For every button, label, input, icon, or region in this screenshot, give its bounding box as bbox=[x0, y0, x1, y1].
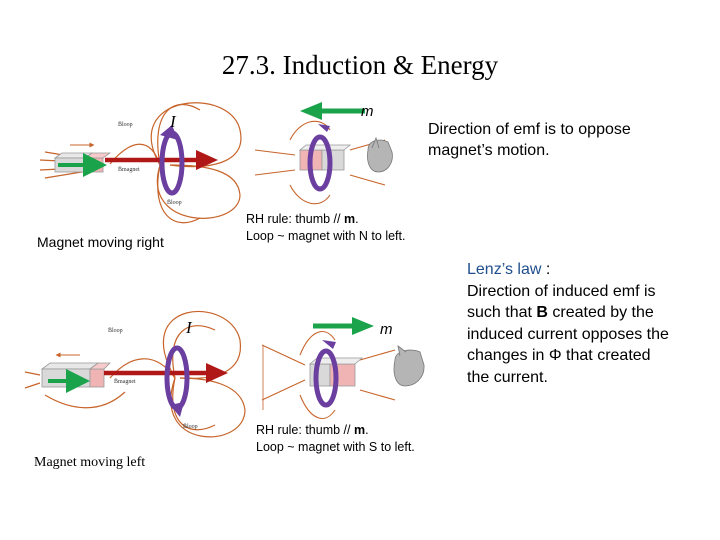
lenz-colon: : bbox=[541, 261, 551, 278]
lenz-line-2-post: created by the bbox=[547, 304, 654, 321]
lenz-line-5: the current. bbox=[467, 368, 548, 386]
rh-rule-m: m bbox=[343, 212, 356, 226]
rh-rule-top: RH rule: thumb // m. Loop ~ magnet with … bbox=[246, 211, 405, 245]
emf-direction-text: Direction of emf is to oppose magnet’s m… bbox=[428, 119, 631, 161]
rh-rule-bottom: RH rule: thumb // m. Loop ~ magnet with … bbox=[256, 422, 415, 456]
moment-label-top: m bbox=[361, 103, 374, 120]
svg-text:B̄loop: B̄loop bbox=[183, 423, 198, 430]
rh-rule-loop-text: Loop ~ magnet with S to left. bbox=[256, 440, 415, 454]
rh-rule-m: m bbox=[353, 423, 366, 437]
top-left-diagram: B̄loop B̄magnet B̄loop bbox=[39, 102, 242, 224]
svg-text:B̄loop: B̄loop bbox=[108, 327, 123, 334]
rh-rule-period: . bbox=[355, 212, 359, 226]
current-label-top: I bbox=[170, 112, 176, 131]
emf-line-2: magnet’s motion. bbox=[428, 142, 550, 159]
rh-rule-text: RH rule: thumb // bbox=[256, 423, 354, 437]
lenz-line-1: Direction of induced emf is bbox=[467, 282, 656, 300]
bar-magnet bbox=[53, 152, 112, 173]
lenz-line-4-post: that created bbox=[561, 347, 651, 364]
rh-rule-text: RH rule: thumb // bbox=[246, 212, 344, 226]
svg-text:B̄loop: B̄loop bbox=[118, 121, 133, 128]
lenz-b-symbol: B bbox=[536, 304, 548, 321]
slide-title: 27.3. Induction & Energy bbox=[221, 50, 499, 80]
lenz-line-2-pre: such that bbox=[467, 304, 537, 321]
lenz-line-3: induced current opposes the bbox=[467, 325, 669, 343]
current-loop bbox=[159, 125, 185, 196]
top-right-diagram bbox=[254, 102, 393, 205]
current-label-bottom: I bbox=[186, 318, 192, 337]
rh-rule-period: . bbox=[365, 423, 369, 437]
moment-label-bottom: m bbox=[380, 321, 393, 338]
bottom-left-diagram: B̄loop B̄magnet B̄loop bbox=[24, 310, 246, 438]
fist-icon bbox=[393, 345, 425, 387]
lenz-phi-symbol: Φ bbox=[548, 347, 562, 364]
lenz-heading: Lenz’s law bbox=[467, 261, 542, 278]
bottom-right-diagram bbox=[261, 317, 425, 419]
lenz-line-4-pre: changes in bbox=[467, 347, 549, 364]
lenz-law-text: Lenz’s law : Direction of induced emf is… bbox=[467, 259, 717, 388]
svg-text:B̄magnet: B̄magnet bbox=[118, 166, 140, 173]
rh-rule-loop-text: Loop ~ magnet with N to left. bbox=[246, 229, 406, 243]
emf-line-1: Direction of emf is to oppose bbox=[428, 121, 631, 138]
caption-top: Magnet moving right bbox=[37, 234, 164, 250]
svg-text:B̄magnet: B̄magnet bbox=[114, 378, 136, 385]
right-hand-icon bbox=[367, 136, 393, 173]
svg-text:B̄loop: B̄loop bbox=[167, 199, 182, 206]
caption-bottom: Magnet moving left bbox=[34, 455, 146, 470]
